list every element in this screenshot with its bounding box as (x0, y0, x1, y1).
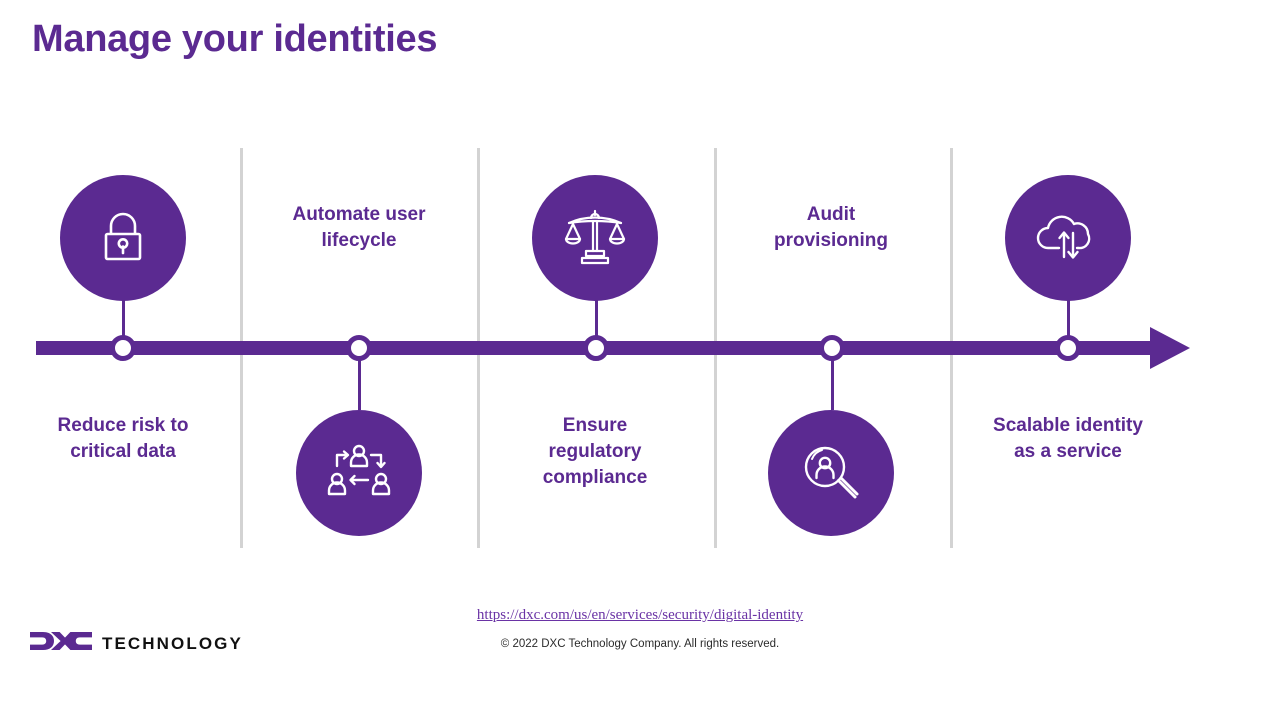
user-search-icon (800, 442, 862, 504)
timeline-label-3: Ensure regulatory compliance (490, 413, 700, 492)
dxc-logo: TECHNOLOGY (30, 630, 243, 657)
user-lifecycle-icon (324, 442, 394, 504)
footer-url-link[interactable]: https://dxc.com/us/en/services/security/… (476, 607, 804, 623)
icon-bubble-3[interactable] (532, 175, 658, 301)
timeline-label-1-line2: critical data (70, 441, 176, 463)
timeline-label-4-line1: Audit (806, 204, 856, 225)
timeline-node-1[interactable] (110, 335, 136, 361)
connector-stem-5 (1067, 300, 1070, 345)
timeline-label-2-line2: lifecycle (321, 230, 397, 252)
timeline-label-2: Automate user lifecycle (254, 202, 464, 254)
icon-bubble-5[interactable] (1005, 175, 1131, 301)
timeline-node-2[interactable] (346, 335, 372, 361)
timeline-label-4-line2: provisioning (774, 230, 888, 252)
footer-copyright: © 2022 DXC Technology Company. All right… (500, 638, 780, 650)
cloud-sync-icon (1035, 213, 1101, 263)
timeline-label-5-line2: as a service (1014, 441, 1122, 463)
connector-stem-3 (595, 300, 598, 345)
timeline-label-1: Reduce risk to critical data (18, 413, 228, 465)
timeline-node-3[interactable] (583, 335, 609, 361)
timeline-label-3-line1: Ensure (562, 415, 628, 436)
connector-stem-1 (122, 300, 125, 345)
timeline-arrow-head (1150, 327, 1190, 369)
connector-stem-4 (831, 348, 834, 410)
timeline-label-5: Scalable identity as a service (963, 413, 1173, 465)
timeline-label-4: Audit provisioning (726, 202, 936, 254)
icon-bubble-4[interactable] (768, 410, 894, 536)
dxc-logo-mark-icon (30, 630, 92, 657)
timeline-label-1-line1: Reduce risk to (57, 415, 189, 436)
timeline-label-2-line1: Automate user (292, 204, 426, 225)
balance-scale-icon (564, 208, 626, 268)
padlock-icon (97, 210, 149, 266)
icon-bubble-1[interactable] (60, 175, 186, 301)
page-title: Manage your identities (32, 18, 438, 60)
timeline-label-3-line2: regulatory (548, 441, 642, 463)
icon-bubble-2[interactable] (296, 410, 422, 536)
timeline-node-5[interactable] (1055, 335, 1081, 361)
timeline-node-4[interactable] (819, 335, 845, 361)
timeline-label-3-line3: compliance (542, 467, 648, 489)
dxc-logo-wordmark: TECHNOLOGY (102, 633, 243, 653)
connector-stem-2 (358, 348, 361, 410)
timeline-label-5-line1: Scalable identity (993, 415, 1143, 436)
